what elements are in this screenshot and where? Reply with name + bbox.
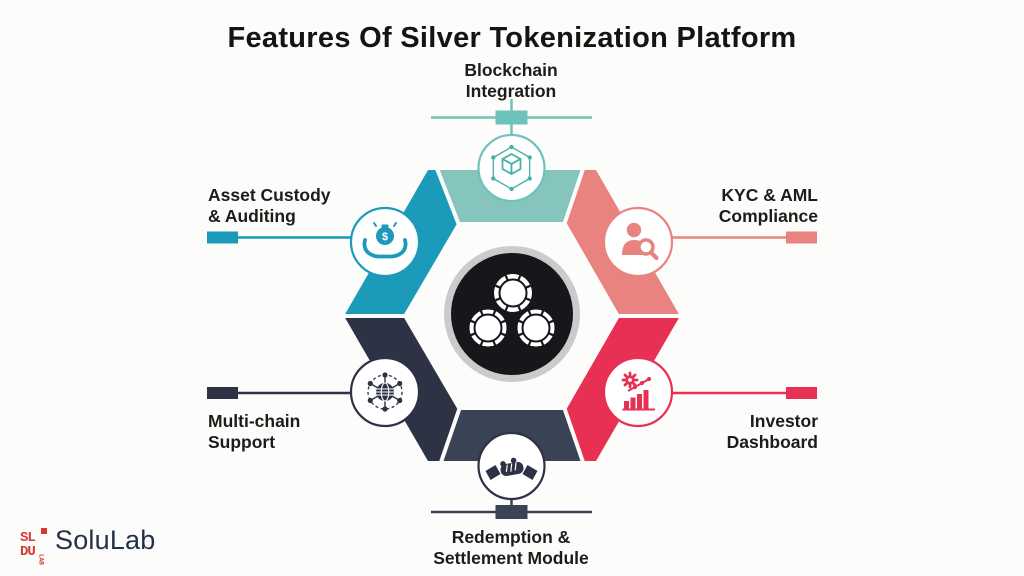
svg-text:DU: DU [20, 544, 35, 560]
connector-blockchain [431, 99, 592, 136]
node-redemption [477, 431, 546, 501]
page-title: Features Of Silver Tokenization Platform [227, 22, 797, 54]
solulab-logo: SoluLab [18, 525, 156, 556]
svg-text:SL: SL [20, 530, 35, 546]
label-asset-custody-auditing: Asset Custody & Auditing [208, 185, 331, 227]
handshake-icon [485, 457, 538, 480]
svg-text:LAB: LAB [38, 554, 45, 565]
node-kyc [602, 206, 674, 278]
node-multi-chain [349, 356, 421, 428]
node-blockchain [477, 133, 546, 203]
label-redemption-settlement: Redemption & Settlement Module [433, 527, 589, 569]
label-investor-dashboard: Investor Dashboard [726, 411, 818, 453]
globe-network-icon [367, 372, 403, 412]
person-search-icon [622, 222, 659, 261]
hands-money-bag-icon: $ [362, 222, 408, 259]
segment-seams [338, 165, 686, 466]
gear-growth-chart-icon [621, 371, 655, 411]
emblem-disc [451, 253, 573, 375]
center-emblem [444, 246, 580, 382]
node-investor [602, 356, 674, 428]
label-multi-chain-support: Multi-chain Support [208, 411, 301, 453]
svg-text:$: $ [382, 231, 388, 243]
node-asset-custody: $ [349, 206, 421, 278]
blockchain-cube-icon [491, 144, 532, 192]
solulab-logo-text: SoluLab [55, 525, 156, 555]
solulab-logo-mark: SL DU LAB [20, 528, 47, 565]
silver-coins-icon [468, 274, 556, 348]
label-blockchain-integration: Blockchain Integration [464, 60, 558, 102]
connector-redemption [431, 497, 592, 519]
label-kyc-aml-compliance: KYC & AML Compliance [718, 185, 818, 227]
